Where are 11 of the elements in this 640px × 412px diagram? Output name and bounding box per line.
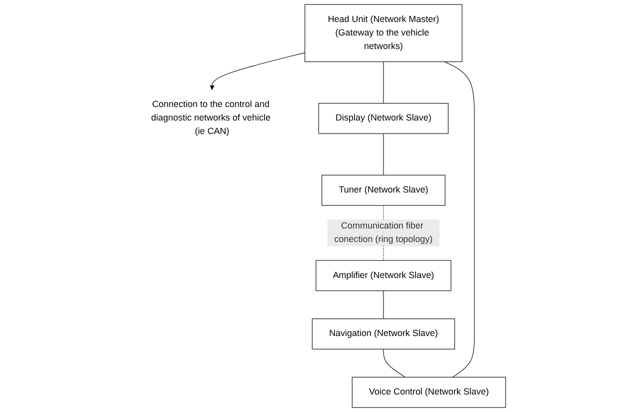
node-box: Navigation (Network Slave): [312, 318, 456, 350]
connector: [444, 61, 476, 378]
arrow: [210, 52, 306, 90]
node-box: Amplifier (Network Slave): [316, 260, 452, 292]
node-box: Voice Control (Network Slave): [352, 376, 506, 408]
node-text: Connection to the control and diagnostic networks of vehicle (ie CAN): [152, 100, 271, 136]
node-box: Display (Network Slave): [318, 103, 449, 134]
node-box: Tuner (Network Slave): [322, 174, 446, 206]
edge-label: Communication fiber conection (ring topology): [334, 221, 434, 244]
connector: [384, 348, 406, 378]
node-box: Head Unit (Network Master) (Gateway to the vehicle networks): [305, 4, 463, 62]
